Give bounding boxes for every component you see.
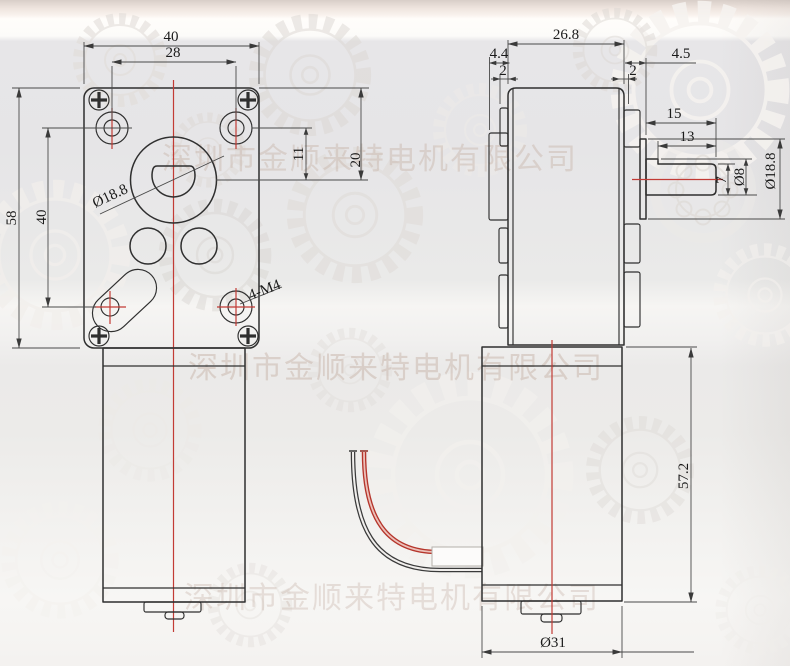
watermark-layer: 深圳市金顺来特电机有限公司 深圳市金顺来特电机有限公司 深圳市金顺来特电机有限公…: [162, 143, 604, 615]
output-shaft: [645, 158, 717, 196]
dim-side-hub-diameter: Ø18.8: [763, 152, 779, 189]
dim-front-overall-height: 58: [4, 211, 20, 226]
housing-hole-right: [180, 227, 218, 265]
housing-hole-left: [129, 227, 167, 265]
dim-side-shaft-flat-height: 7: [714, 176, 730, 184]
corner-screw: [88, 325, 110, 347]
dim-front-boss-diameter: Ø18.8: [90, 181, 130, 211]
mount-hole-lower-right: [217, 288, 255, 326]
dim-front-hole-spacing-v: 40: [34, 210, 50, 225]
wire-connector: [431, 546, 484, 567]
dim-front-hole-to-shaft: 11: [291, 147, 307, 161]
corner-screw: [237, 89, 259, 111]
dim-side-flat-length: 13: [680, 129, 695, 145]
dim-side-ear-depth: 4.4: [490, 46, 509, 62]
watermark-text-bottom: 深圳市金顺来特电机有限公司: [184, 582, 600, 615]
dim-side-shaft-length: 15: [667, 106, 682, 122]
adjustment-slot: [91, 268, 158, 333]
mount-tab: [623, 109, 641, 148]
dim-side-motor-length: 57.2: [676, 463, 692, 489]
watermark-text-middle: 深圳市金顺来特电机有限公司: [188, 352, 604, 385]
mount-tab: [498, 227, 509, 264]
mount-tab: [623, 223, 641, 264]
gear-pattern-background: [0, 12, 790, 649]
dim-side-shaft-diameter: Ø8: [732, 168, 748, 186]
bearing-motif: [650, 137, 756, 243]
dim-front-hole-spacing-h: 28: [166, 45, 181, 61]
mount-tab: [499, 107, 509, 147]
side-view-dimensions: 26.8 4.4 2 2 4.5 15 13 7: [481, 27, 785, 658]
side-view: [481, 87, 723, 634]
motor-wires: [349, 450, 484, 573]
dim-side-tab-right: 2: [629, 63, 637, 79]
dim-side-tab-left: 2: [499, 63, 507, 79]
corner-screw: [88, 89, 110, 111]
dim-side-motor-diameter: Ø31: [540, 635, 566, 651]
dim-side-boss-length: 4.5: [672, 46, 691, 62]
mount-ear: [488, 132, 509, 221]
dim-front-top-to-shaft: 20: [348, 153, 364, 168]
dim-side-gearbox-depth: 26.8: [553, 27, 579, 43]
motor-end-bump-front: [164, 611, 185, 620]
gearbox-side-outline: [507, 87, 625, 346]
mount-tab: [623, 271, 641, 328]
mount-tab: [498, 274, 509, 329]
dim-front-overall-width: 40: [164, 29, 179, 45]
watermark-text-top: 深圳市金顺来特电机有限公司: [162, 143, 578, 176]
d-shaped-bore: [151, 165, 196, 198]
corner-screw: [237, 325, 259, 347]
